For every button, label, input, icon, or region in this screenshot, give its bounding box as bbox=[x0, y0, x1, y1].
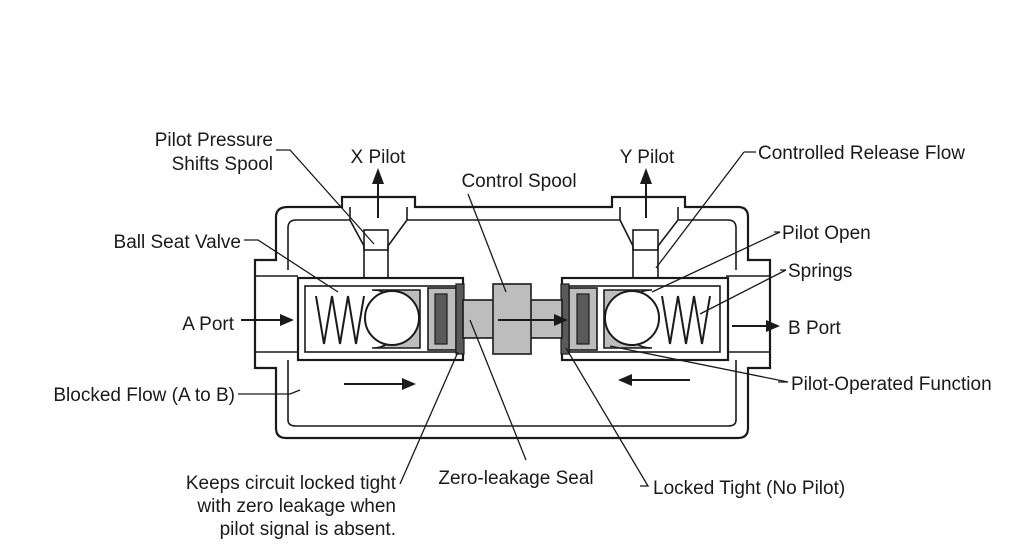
left-spring bbox=[315, 295, 365, 345]
left-chamber bbox=[296, 276, 465, 362]
label-x-pilot: X Pilot bbox=[351, 147, 407, 168]
labels: Pilot Pressure Shifts Spool X Pilot Y Pi… bbox=[53, 130, 991, 540]
label-blocked-flow: Blocked Flow (A to B) bbox=[53, 385, 235, 406]
label-springs: Springs bbox=[788, 261, 852, 282]
label-pilot-open: Pilot Open bbox=[782, 223, 871, 244]
right-chamber bbox=[560, 276, 730, 362]
label-a-port: A Port bbox=[182, 314, 234, 335]
label-keeps-circuit-2: with zero leakage when bbox=[196, 496, 396, 517]
flow-arrows bbox=[241, 168, 780, 390]
label-y-pilot: Y Pilot bbox=[620, 147, 675, 168]
leader-lines bbox=[238, 149, 789, 487]
label-ball-seat-valve: Ball Seat Valve bbox=[114, 232, 241, 253]
label-control-spool: Control Spool bbox=[461, 171, 576, 192]
label-locked-tight: Locked Tight (No Pilot) bbox=[653, 478, 845, 499]
label-pilot-pressure-1: Pilot Pressure bbox=[155, 130, 273, 151]
label-keeps-circuit-1: Keeps circuit locked tight bbox=[186, 473, 397, 494]
label-keeps-circuit-3: pilot signal is absent. bbox=[220, 519, 396, 540]
label-pilot-operated: Pilot-Operated Function bbox=[791, 374, 992, 395]
label-b-port: B Port bbox=[788, 318, 842, 339]
label-pilot-pressure-2: Shifts Spool bbox=[172, 154, 273, 175]
left-ball bbox=[364, 290, 420, 346]
label-controlled-release: Controlled Release Flow bbox=[758, 143, 965, 164]
label-zero-leakage-seal: Zero-leakage Seal bbox=[438, 468, 593, 489]
right-spring bbox=[661, 295, 711, 345]
right-ball bbox=[604, 290, 660, 346]
